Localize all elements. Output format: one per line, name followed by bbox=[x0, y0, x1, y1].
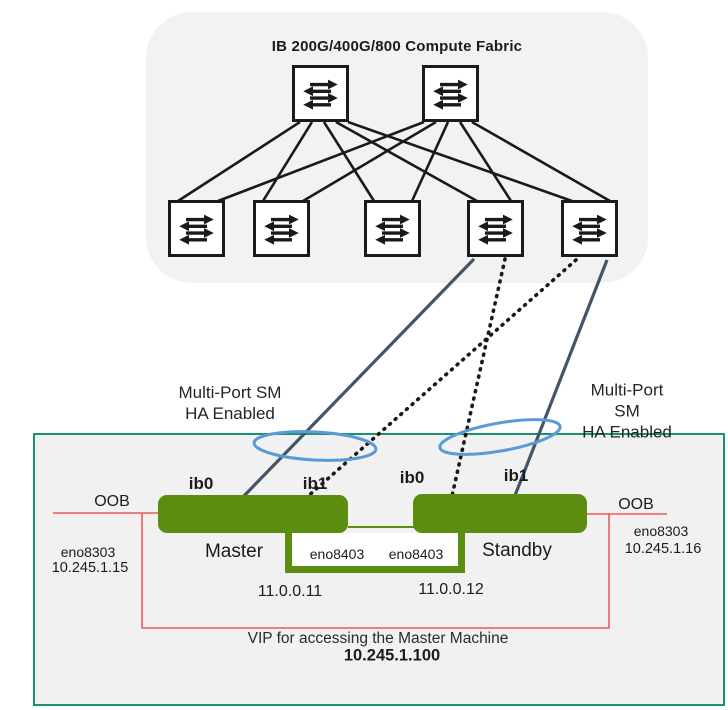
standby-ha-interface: eno8403 bbox=[388, 546, 444, 562]
vip-caption: VIP for accessing the Master Machine bbox=[247, 630, 509, 647]
standby-oob-ip: 10.245.1.16 bbox=[624, 541, 702, 557]
switch-arrows-icon bbox=[570, 212, 609, 247]
leaf-switch-2 bbox=[253, 200, 310, 257]
switch-arrows-icon bbox=[301, 77, 340, 112]
standby-oob-interface: eno8303 bbox=[633, 523, 689, 539]
spine-switch-2 bbox=[422, 65, 479, 122]
ha-annotation-right: Multi-Port SM HA Enabled bbox=[582, 380, 672, 442]
vip-address: 10.245.1.100 bbox=[343, 646, 441, 665]
switch-arrows-icon bbox=[262, 212, 301, 247]
standby-ib0-label: ib0 bbox=[399, 468, 425, 487]
leaf-switch-4 bbox=[467, 200, 524, 257]
spine-switch-1 bbox=[292, 65, 349, 122]
switch-arrows-icon bbox=[177, 212, 216, 247]
standby-ha-ip: 11.0.0.12 bbox=[418, 581, 484, 598]
master-ha-interface: eno8403 bbox=[309, 546, 365, 562]
standby-node-bar bbox=[413, 494, 587, 533]
master-oob-interface: eno8303 bbox=[60, 544, 116, 560]
master-ib0-label: ib0 bbox=[188, 474, 214, 493]
ha-annotation-left: Multi-Port SM HA Enabled bbox=[178, 383, 282, 423]
master-node-label: Master bbox=[204, 541, 264, 562]
master-oob-ip: 10.245.1.15 bbox=[51, 560, 129, 576]
leaf-switch-5 bbox=[561, 200, 618, 257]
switch-arrows-icon bbox=[476, 212, 515, 247]
master-ha-ip: 11.0.0.11 bbox=[257, 583, 323, 600]
master-oob-label: OOB bbox=[94, 493, 130, 510]
fabric-title: IB 200G/400G/800 Compute Fabric bbox=[271, 38, 523, 55]
leaf-switch-3 bbox=[364, 200, 421, 257]
switch-arrows-icon bbox=[373, 212, 412, 247]
standby-oob-label: OOB bbox=[618, 496, 654, 513]
standby-ib1-label: ib1 bbox=[503, 466, 529, 485]
master-node-bar bbox=[158, 495, 348, 533]
leaf-switch-1 bbox=[168, 200, 225, 257]
switch-arrows-icon bbox=[431, 77, 470, 112]
standby-node-label: Standby bbox=[482, 540, 552, 561]
master-ib1-label: ib1 bbox=[302, 474, 328, 493]
